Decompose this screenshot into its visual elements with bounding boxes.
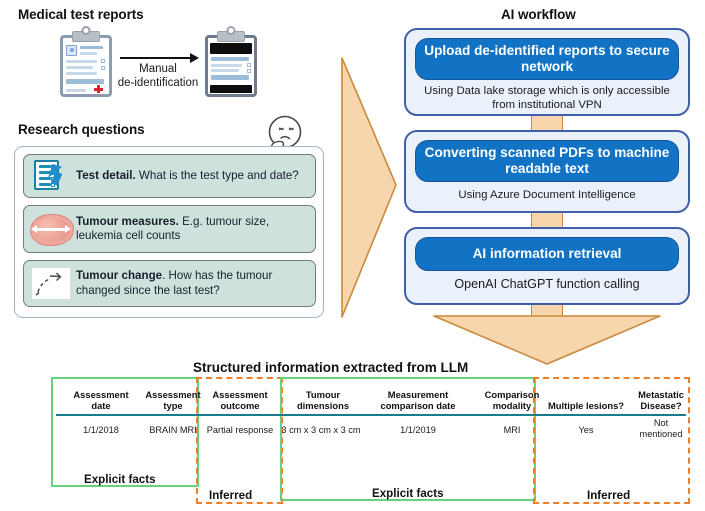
workflow-step-3[interactable]: AI information retrieval OpenAI ChatGPT … bbox=[404, 227, 690, 305]
table-cell-assessment-type: BRAIN MRI bbox=[149, 425, 197, 435]
table-cell-tumour-dimensions: 3 cm x 3 cm x 3 cm bbox=[281, 425, 361, 435]
clipboard-page bbox=[65, 43, 107, 93]
workflow-step-3-subtitle: OpenAI ChatGPT function calling bbox=[454, 277, 640, 291]
down-arrow-icon bbox=[432, 314, 662, 371]
table-header-assessment-outcome: Assessment outcome bbox=[212, 389, 268, 411]
ai-workflow-panel: Upload de-identified reports to secure n… bbox=[404, 28, 690, 319]
workflow-step-2-subtitle: Using Azure Document Intelligence bbox=[458, 189, 636, 201]
workflow-step-1[interactable]: Upload de-identified reports to secure n… bbox=[404, 28, 690, 116]
table-header-assessment-date: Assessment date bbox=[73, 389, 129, 411]
workflow-connector-1 bbox=[531, 116, 563, 130]
workflow-step-2[interactable]: Converting scanned PDFs to machine reada… bbox=[404, 130, 690, 213]
research-question-card-tumour-measures[interactable]: Tumour measures. E.g. tumour size, leuke… bbox=[23, 205, 316, 253]
manual-label-line2: de-identification bbox=[117, 76, 199, 89]
research-question-rest: What is the test type and date? bbox=[135, 168, 299, 182]
zone-label-explicit-left: Explicit facts bbox=[84, 473, 156, 486]
table-header-multiple-lesions: Multiple lesions? bbox=[547, 400, 625, 411]
table-header-assessment-type: Assessment type bbox=[145, 389, 201, 411]
table-header-tumour-dimensions: Tumour dimensions bbox=[296, 389, 350, 411]
workflow-connector-3 bbox=[531, 305, 563, 317]
zone-explicit-facts-right bbox=[280, 377, 536, 501]
table-header-comparison-modality: Comparison modality bbox=[484, 389, 540, 411]
table-cell-comparison-modality: MRI bbox=[503, 425, 521, 435]
table-cell-multiple-lesions: Yes bbox=[578, 425, 594, 435]
zone-label-inferred-left: Inferred bbox=[209, 489, 253, 502]
research-question-text: Tumour change. How has the tumour change… bbox=[76, 269, 315, 298]
zone-explicit-facts-left bbox=[51, 377, 199, 487]
structured-table-title: Structured information extracted from LL… bbox=[193, 360, 469, 375]
workflow-step-1-title: Upload de-identified reports to secure n… bbox=[415, 38, 679, 80]
table-cell-measurement-comparison-date: 1/1/2019 bbox=[400, 425, 436, 435]
table-cell-assessment-outcome: Partial response bbox=[206, 425, 274, 435]
table-cell-assessment-date: 1/1/2018 bbox=[83, 425, 119, 435]
workflow-step-3-title: AI information retrieval bbox=[415, 237, 679, 271]
research-questions-title: Research questions bbox=[18, 122, 145, 137]
workflow-connector-2 bbox=[531, 213, 563, 227]
research-questions-panel: Test detail. What is the test type and d… bbox=[14, 146, 324, 318]
ai-workflow-title: AI workflow bbox=[501, 7, 576, 22]
tumour-blob-icon bbox=[24, 205, 76, 253]
clipboard-redacted-icon bbox=[205, 26, 257, 97]
research-question-bold: Test detail. bbox=[76, 168, 136, 182]
zone-inferred-right bbox=[533, 377, 690, 504]
clipboard-page bbox=[210, 43, 252, 93]
research-question-card-test-detail[interactable]: Test detail. What is the test type and d… bbox=[23, 154, 316, 198]
manual-deidentification-label: Manual de-identification bbox=[117, 63, 199, 90]
research-question-bold: Tumour measures. bbox=[76, 214, 179, 228]
manual-label-line1: Manual bbox=[139, 63, 177, 75]
right-arrow-icon bbox=[340, 55, 400, 325]
manual-deidentification-arrow bbox=[120, 57, 192, 59]
zone-inferred-left bbox=[196, 377, 283, 504]
zone-label-explicit-right: Explicit facts bbox=[372, 487, 444, 500]
manual-deidentification-arrowhead bbox=[190, 53, 199, 63]
table-header-measurement-comparison-date: Measurement comparison date bbox=[380, 389, 456, 411]
zone-label-inferred-right: Inferred bbox=[587, 489, 631, 502]
workflow-step-2-title: Converting scanned PDFs to machine reada… bbox=[415, 140, 679, 182]
tumour-change-icon bbox=[24, 260, 76, 307]
medical-test-reports-title: Medical test reports bbox=[18, 7, 144, 22]
workflow-step-1-subtitle: Using Data lake storage which is only ac… bbox=[424, 85, 670, 111]
table-header-rule bbox=[56, 414, 686, 416]
research-question-bold: Tumour change bbox=[76, 269, 163, 282]
research-question-rest: . How has the tumour changed since the l… bbox=[76, 269, 273, 297]
table-cell-metastatic-disease: Not mentioned bbox=[639, 418, 683, 439]
research-question-text: Test detail. What is the test type and d… bbox=[76, 169, 307, 184]
clipboard-ring bbox=[81, 26, 91, 35]
clipboard-report-icon bbox=[60, 26, 112, 97]
clipboard-ring bbox=[226, 26, 236, 35]
research-question-rest: E.g. tumour size, leukemia cell counts bbox=[76, 214, 270, 243]
document-cursor-icon bbox=[24, 154, 76, 198]
research-question-card-tumour-change[interactable]: Tumour change. How has the tumour change… bbox=[23, 260, 316, 307]
table-header-metastatic-disease: Metastatic Disease? bbox=[638, 389, 684, 411]
research-question-text: Tumour measures. E.g. tumour size, leuke… bbox=[76, 215, 315, 244]
